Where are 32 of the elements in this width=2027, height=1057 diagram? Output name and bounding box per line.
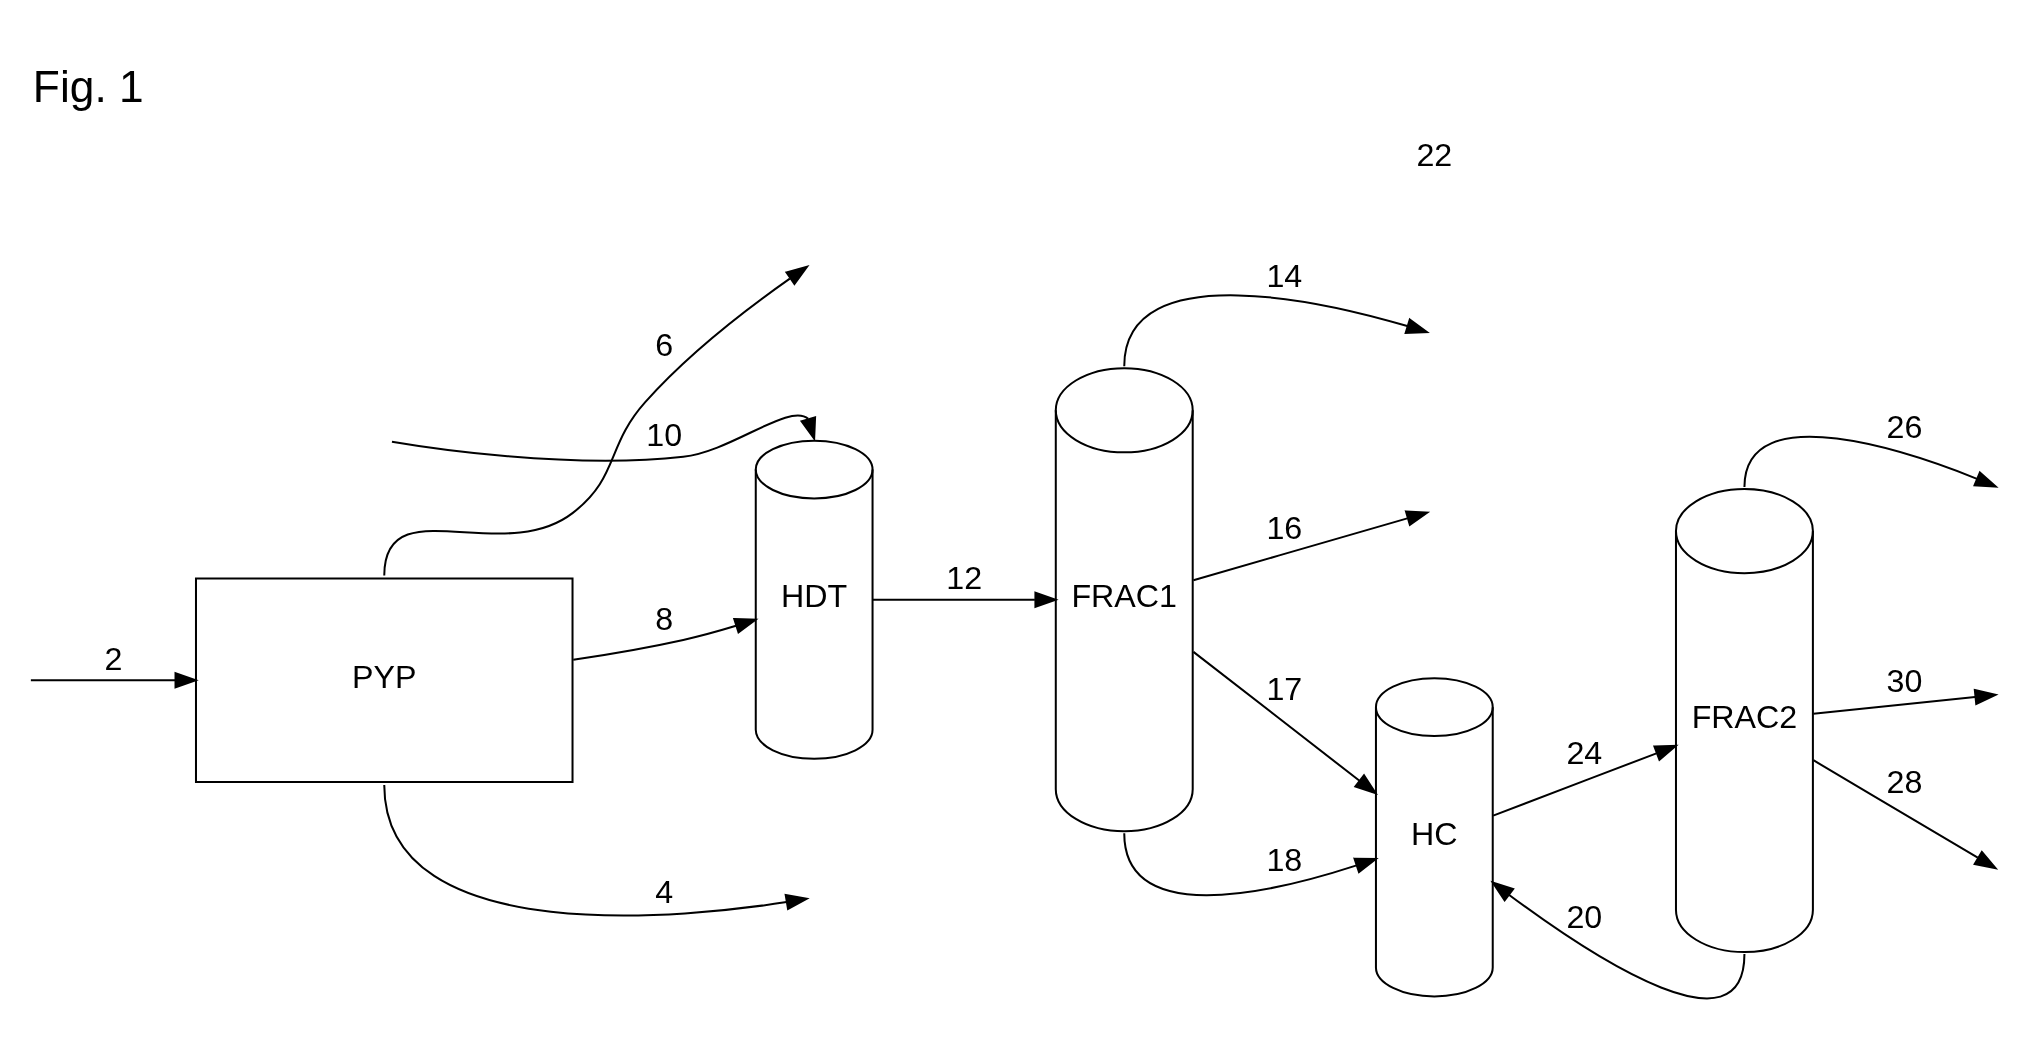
arrow <box>1123 833 1379 897</box>
edge-label: 20 <box>1566 898 1603 935</box>
edge-label: 2 <box>104 640 123 677</box>
arrow <box>383 265 810 576</box>
node-box: PYP <box>194 577 574 783</box>
edge-label: 24 <box>1566 735 1603 772</box>
arrow <box>1193 510 1431 582</box>
arrow <box>1192 651 1378 796</box>
edge-label: 17 <box>1266 670 1303 707</box>
arrow <box>1490 880 1746 1000</box>
edge-label: 16 <box>1266 509 1303 546</box>
arrow <box>30 671 199 689</box>
arrow <box>1743 435 1999 488</box>
arrow <box>391 414 817 462</box>
edge-label: 10 <box>646 417 683 454</box>
edge-label: 4 <box>655 874 674 911</box>
edge-label: 18 <box>1266 842 1303 879</box>
edge-label: 8 <box>655 600 674 637</box>
edge-label: 12 <box>946 560 983 597</box>
edge-label: 6 <box>655 326 674 363</box>
arrow <box>1492 744 1679 817</box>
arrow <box>1123 294 1430 367</box>
edge-label: 26 <box>1886 409 1923 446</box>
diagram-title: Fig. 1 <box>32 61 144 111</box>
arrow <box>1813 688 1999 715</box>
label: 22 <box>1416 137 1453 174</box>
arrow <box>873 591 1059 609</box>
arrow <box>1812 759 1999 870</box>
edge-label: 30 <box>1886 662 1923 699</box>
arrow <box>383 784 810 917</box>
edge-label: 14 <box>1266 258 1303 295</box>
edge-label: 28 <box>1886 763 1923 800</box>
